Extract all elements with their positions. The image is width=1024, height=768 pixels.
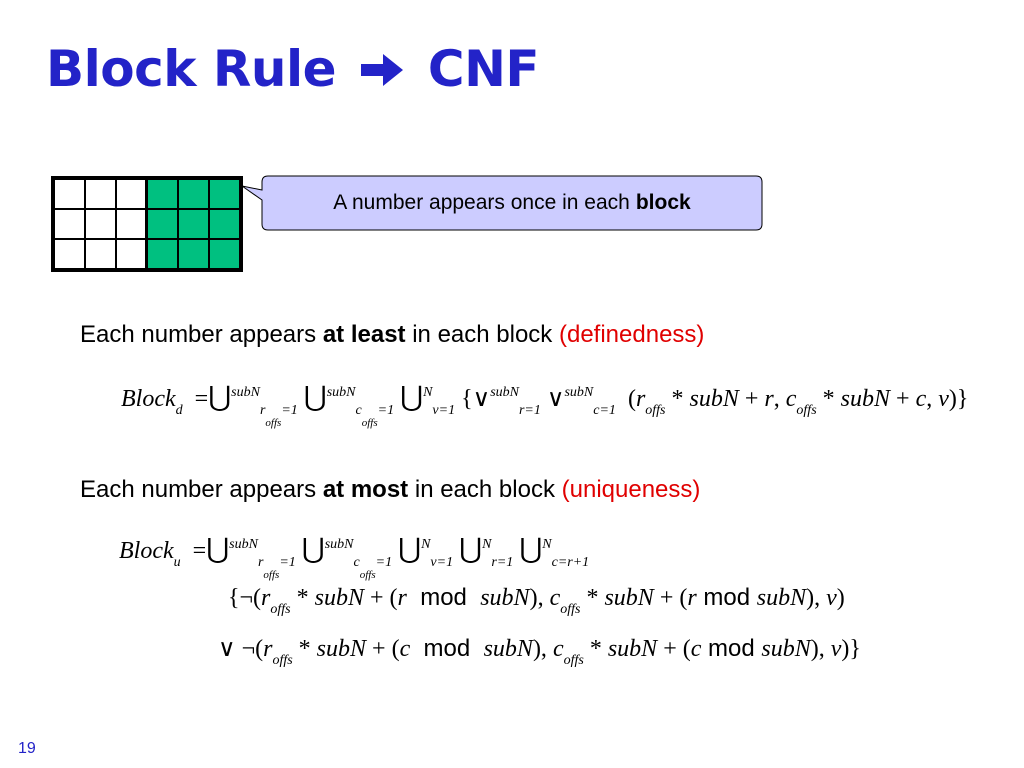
uniqueness-line: Each number appears at most in each bloc… [80, 476, 700, 504]
grid-cell [54, 179, 85, 209]
grid-cell [147, 209, 178, 239]
title-right: CNF [427, 40, 540, 98]
uniqueness-bold: at most [322, 476, 409, 503]
formula-definedness: Blockd =⋃subNroffs=1 ⋃subNcoffs=1 ⋃Nv=1 … [121, 382, 969, 429]
uniqueness-post: in each block [414, 476, 555, 503]
grid-cell [178, 179, 209, 209]
callout-bold: block [635, 191, 691, 214]
callout-text: A number appears once in each block [262, 176, 762, 230]
definedness-line: Each number appears at least in each blo… [80, 321, 704, 349]
grid-cell [209, 239, 240, 269]
definedness-post: in each block [412, 321, 553, 348]
grid-cell [178, 209, 209, 239]
grid-cell [85, 179, 116, 209]
grid-cell [54, 209, 85, 239]
callout-label: A number appears once in each [333, 191, 630, 214]
uniqueness-pre: Each number appears [80, 476, 317, 503]
block-divider [145, 176, 148, 272]
grid-cell [178, 239, 209, 269]
grid-cell [54, 239, 85, 269]
formula-uniqueness-2: {¬(roffs * subN + (r mod subN), coffs * … [228, 584, 845, 617]
grid-cell [85, 239, 116, 269]
grid-cell [116, 239, 147, 269]
formula-uniqueness-3: ∨ ¬(roffs * subN + (c mod subN), coffs *… [218, 635, 861, 668]
arrow-right-icon [359, 44, 405, 102]
grid-cell [147, 239, 178, 269]
grid-cell [116, 209, 147, 239]
uniqueness-tag: (uniqueness) [561, 476, 701, 503]
formula-uniqueness-1: Blocku =⋃subNroffs=1 ⋃subNcoffs=1 ⋃Nv=1 … [119, 534, 590, 581]
definedness-tag: (definedness) [558, 321, 705, 348]
grid-cell [209, 209, 240, 239]
block-grid [51, 176, 243, 272]
definedness-bold: at least [322, 321, 406, 348]
definedness-pre: Each number appears [80, 321, 317, 348]
page-number: 19 [18, 740, 36, 757]
callout-bubble [241, 175, 763, 231]
title-left: Block Rule [46, 40, 337, 98]
grid-cell [85, 209, 116, 239]
grid-cell [116, 179, 147, 209]
page-title: Block Rule CNF [46, 40, 540, 102]
grid-cell [209, 179, 240, 209]
grid-cell [147, 179, 178, 209]
